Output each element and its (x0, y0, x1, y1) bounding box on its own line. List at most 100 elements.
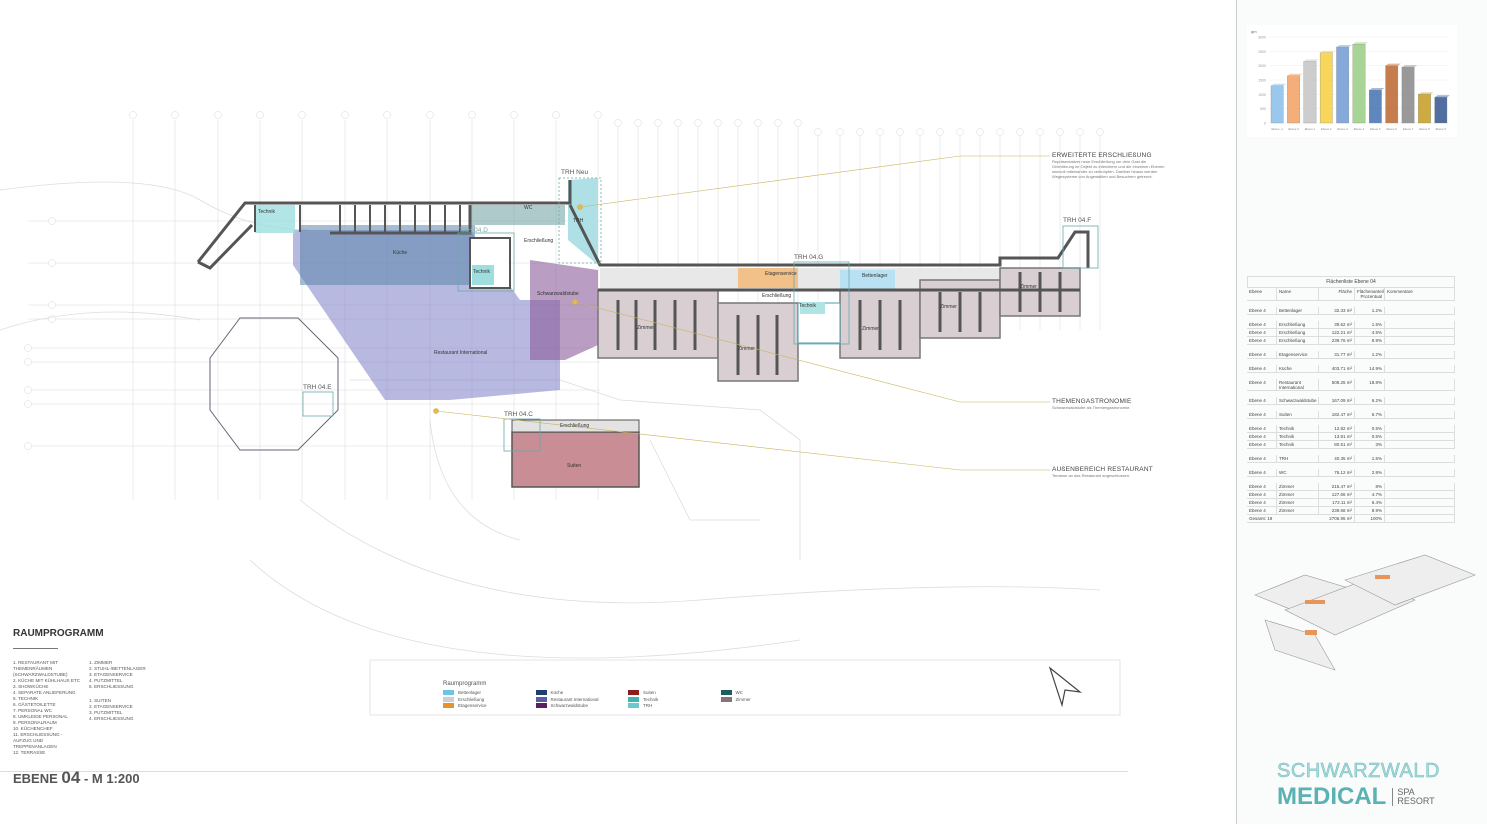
grid-axis-marker (468, 111, 476, 119)
chart-ytick: 3000 (1258, 36, 1266, 40)
label-trh-04e: TRH 04.E (303, 384, 332, 391)
table-cell: Restaurant International (1277, 379, 1319, 390)
table-cell: 1.5% (1355, 455, 1385, 462)
table-cell: 1.2% (1355, 307, 1385, 314)
grid-axis-marker (754, 119, 762, 127)
legend-swatch (443, 703, 454, 708)
table-header: Fläche (1319, 288, 1355, 300)
room-label-wc: WC (524, 205, 533, 211)
legend-label: Restaurant International (550, 696, 599, 702)
level-scale: - M 1:200 (80, 771, 140, 786)
legend-item: TRH (628, 703, 721, 708)
logo-line1: SCHWARZWALD (1277, 760, 1440, 783)
grid-axis-marker (956, 128, 964, 136)
chart-bar-top (1352, 42, 1369, 45)
grid-axis-marker (836, 128, 844, 136)
table-cell: Suiten (1277, 411, 1319, 418)
table-cell: Ebene 4 (1247, 365, 1277, 372)
chart-bar (1385, 65, 1399, 124)
legend-item: Küche (535, 690, 629, 695)
room-suiten (511, 431, 640, 488)
grid-axis-marker (48, 301, 56, 309)
room-wc (470, 205, 565, 225)
room-label-trh: TRH (573, 218, 584, 224)
table-cell: Ebene 4 (1247, 483, 1277, 490)
raumprogramm-item: 9. PERSONALRAUM (13, 720, 57, 725)
table-total-area: 2705.95 m² (1319, 515, 1355, 522)
grid-axis-marker (714, 119, 722, 127)
table-cell: 172.11 m² (1319, 499, 1355, 506)
table-cell: Erschließung (1277, 321, 1319, 328)
table-cell: Ebene 4 (1247, 337, 1277, 344)
table-cell: 32.33 m² (1319, 307, 1355, 314)
table-cell: Technik (1277, 425, 1319, 432)
chart-bar-top (1303, 59, 1320, 62)
room-label-schwarzwaldstube: Schwarzwaldstube (537, 291, 579, 297)
raumprogramm-item: 2. ETAGENSERVICE (89, 704, 133, 709)
grid-axis-marker (383, 111, 391, 119)
chart-bar (1401, 66, 1415, 124)
divider (0, 771, 1128, 772)
table-cell: Ebene 4 (1247, 397, 1277, 404)
grid-axis-marker (814, 128, 822, 136)
legend-swatch (628, 696, 639, 702)
callout-lines (433, 155, 1050, 471)
legend-swatch (443, 696, 454, 702)
table-total-percent: 100% (1355, 515, 1385, 522)
room-technik-1 (255, 205, 295, 233)
table-cell: Etagenservice (1277, 351, 1319, 358)
floor-plan-area: TRH Neu TRH 04.D TRH 04.E TRH 04.C TRH 0… (0, 111, 1121, 716)
grid-axis-marker (774, 119, 782, 127)
chart-ytick: 2500 (1258, 50, 1266, 54)
grid-axis-marker (1076, 128, 1084, 136)
table-cell: 127.66 m² (1319, 491, 1355, 498)
grid-axis-marker (48, 259, 56, 267)
table-cell: 2.8% (1355, 469, 1385, 476)
raumprogramm-item: 6. GÄSTETOILETTE (13, 702, 56, 707)
raumprogramm-item: 12. TERRASSE (13, 750, 46, 755)
north-arrow-icon (1048, 666, 1083, 708)
chart-ylabel: qm (1251, 29, 1257, 34)
raumprogramm-item: 3. ETAGENSERVICE (89, 672, 133, 677)
chart-bar-top (1434, 95, 1450, 98)
table-cell: 12.82 m² (1319, 425, 1355, 432)
label-trh-04f: TRH 04.F (1063, 217, 1091, 224)
legend-label: Küche (550, 690, 564, 695)
raumprogramm-item: 5. TECHNIK (13, 696, 39, 701)
legend-label: Suiten (643, 690, 656, 695)
raumprogramm-list-restaurant: 1. RESTAURANT MIT THEMENRÄUMEN (SCHWARZW… (13, 660, 81, 756)
table-cell: 13.91 m² (1319, 433, 1355, 440)
raumprogramm-item: 11. ERSCHLIESSUNG - AUFZUG UND TREPPENAN… (13, 732, 63, 749)
table-cell: TRH (1277, 455, 1319, 462)
chart-bar-top (1401, 65, 1418, 68)
raumprogramm-item: 2. STUHL-/BETTENLAGER (89, 666, 146, 671)
grid-axis-marker (24, 400, 32, 408)
room-label-kueche: Küche (393, 250, 407, 256)
legend-item: Bettenlager (443, 690, 536, 695)
annotation-title: ERWEITERTE ERSCHLIEßUNG (1052, 152, 1152, 159)
raumprogramm-item: 1. RESTAURANT MIT THEMENRÄUMEN (SCHWARZW… (13, 660, 68, 677)
table-cell: Ebene 4 (1247, 425, 1277, 432)
annotation-title: AUßENBEREICH RESTAURANT (1052, 466, 1153, 473)
raumprogramm-item: 5. ERSCHLIESSUNG (89, 684, 134, 689)
table-cell: 167.09 m² (1319, 397, 1355, 404)
room-label-erschliessung: Erschließung (762, 293, 791, 299)
building-3d-model (1254, 554, 1476, 671)
table-cell: 4.5% (1355, 329, 1385, 336)
level-prefix: EBENE (13, 771, 62, 786)
label-trh-04d: TRH 04.D (459, 227, 488, 234)
legend-title: Raumprogramm (443, 681, 487, 687)
chart-ytick: 0 (1264, 122, 1266, 126)
grid-axis-marker (674, 119, 682, 127)
legend-label: Etagenservice (458, 703, 487, 708)
chart-ytick: 500 (1260, 107, 1266, 111)
